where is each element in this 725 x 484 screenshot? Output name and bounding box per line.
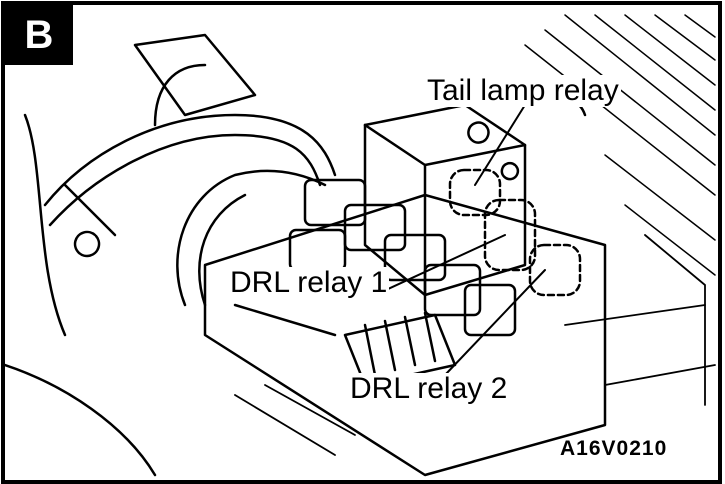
fuse-box-illustration: [5, 14, 716, 477]
drl-relay-2-label: DRL relay 2: [348, 372, 510, 405]
figure-code: A16V0210: [560, 437, 668, 460]
wire-harness: [5, 33, 337, 477]
drl-relay-1-label: DRL relay 1: [228, 266, 390, 299]
panel-letter-badge: B: [5, 5, 73, 65]
leader-lines: [374, 104, 546, 376]
background-hatching: [524, 14, 716, 276]
lower-linework: [234, 234, 716, 456]
relay-callouts: [448, 168, 582, 297]
tail-lamp-relay-label: Tail lamp relay: [425, 74, 621, 107]
